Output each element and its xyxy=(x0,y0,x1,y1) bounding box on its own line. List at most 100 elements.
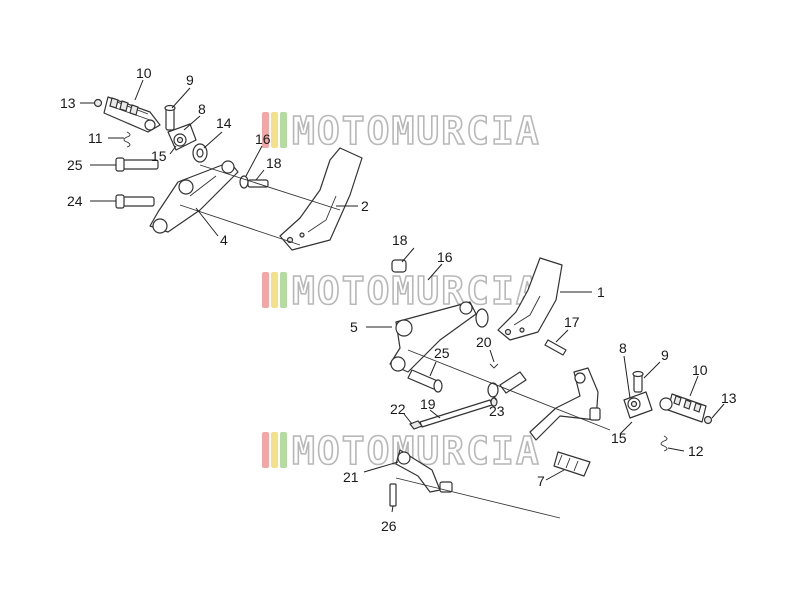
callout-label: 25 xyxy=(67,157,83,173)
bolt-part-24-left xyxy=(115,194,155,209)
bracket-part-4-left xyxy=(149,160,239,234)
callout-label: 15 xyxy=(611,430,627,446)
callout-label: 16 xyxy=(437,249,453,265)
callout-1: 1 xyxy=(560,284,605,300)
callout-label: 22 xyxy=(390,401,406,417)
callout-25-right: 25 xyxy=(429,345,450,377)
callout-10-right: 10 xyxy=(689,362,708,397)
callout-label: 18 xyxy=(392,232,408,248)
callout-12: 12 xyxy=(667,443,704,459)
callout-label: 13 xyxy=(60,95,76,111)
heel-guard-part-2 xyxy=(279,147,363,251)
callout-25-left: 25 xyxy=(67,157,116,173)
callout-label: 1 xyxy=(597,284,605,300)
watermark-stripe-yellow xyxy=(271,272,278,308)
callout-label: 23 xyxy=(489,403,505,419)
screw-part-13-left xyxy=(93,98,103,108)
watermark-text: MOTOMURCIA xyxy=(292,269,541,313)
callout-label: 18 xyxy=(266,155,282,171)
watermark-stripe-green xyxy=(280,272,287,308)
watermark-stripe-green xyxy=(280,432,287,468)
callout-label: 24 xyxy=(67,193,83,209)
callout-18-left: 18 xyxy=(255,155,282,181)
lever-part-21 xyxy=(395,449,453,493)
callout-16-left: 16 xyxy=(245,131,271,177)
nut-part-22 xyxy=(409,420,423,430)
callout-label: 7 xyxy=(537,473,545,489)
screw-part-17 xyxy=(544,339,567,356)
spring-part-12 xyxy=(660,435,668,452)
watermark-stripe-red xyxy=(262,272,269,308)
callout-label: 4 xyxy=(220,232,228,248)
watermark-stripe-red xyxy=(262,432,269,468)
watermark-top: MOTOMURCIA xyxy=(262,108,541,154)
clip-part-20 xyxy=(489,363,499,369)
screw-part-13-right xyxy=(703,415,713,425)
spacer-part-16-right xyxy=(475,308,489,328)
callout-label: 19 xyxy=(420,396,436,412)
callout-19: 19 xyxy=(420,396,441,419)
bolt-part-25-right xyxy=(407,369,443,393)
callout-24-left: 24 xyxy=(67,193,116,209)
callout-22: 22 xyxy=(390,401,413,425)
pin-part-9-right xyxy=(632,370,644,393)
assembly-axis-line xyxy=(407,349,611,431)
heel-guard-part-1 xyxy=(497,257,563,341)
spacer-part-18-right xyxy=(391,259,407,273)
callout-label: 8 xyxy=(198,101,206,117)
callout-label: 14 xyxy=(216,115,232,131)
callout-label: 20 xyxy=(476,334,492,350)
pin-part-9-left xyxy=(164,104,176,131)
callout-label: 25 xyxy=(434,345,450,361)
callout-21: 21 xyxy=(343,461,399,485)
callout-8-right: 8 xyxy=(619,340,631,399)
assembly-axis-line xyxy=(395,477,561,519)
callout-label: 17 xyxy=(564,314,580,330)
callout-14-left: 14 xyxy=(203,115,232,149)
callout-13-left: 13 xyxy=(60,95,94,111)
callout-5: 5 xyxy=(350,319,392,335)
callout-label: 21 xyxy=(343,469,359,485)
bolt-part-25-left xyxy=(115,157,159,172)
callout-10-left: 10 xyxy=(134,65,152,101)
callout-label: 26 xyxy=(381,518,397,534)
spring-part-11-left xyxy=(123,131,131,148)
callout-label: 10 xyxy=(692,362,708,378)
watermark-stripe-yellow xyxy=(271,432,278,468)
callout-20: 20 xyxy=(476,334,495,363)
callout-9-right: 9 xyxy=(643,347,669,379)
footpeg-part-10-left xyxy=(103,96,161,133)
callout-label: 11 xyxy=(88,130,103,146)
callout-11-left: 11 xyxy=(88,130,124,146)
callout-label: 15 xyxy=(151,148,167,164)
bolt-part-26 xyxy=(389,483,397,507)
footpeg-part-10-right xyxy=(659,393,707,423)
callout-label: 13 xyxy=(721,390,737,406)
assembly-axis-line xyxy=(199,164,341,211)
callout-23: 23 xyxy=(489,395,505,419)
callout-26: 26 xyxy=(381,505,397,534)
callout-4: 4 xyxy=(195,207,228,248)
callout-label: 8 xyxy=(619,340,627,356)
washer-part-14-left xyxy=(192,143,208,163)
pivot-part-8-left xyxy=(167,123,197,151)
callout-8-left: 8 xyxy=(183,101,206,131)
shift-lever-part-7 xyxy=(529,367,601,441)
callout-17: 17 xyxy=(555,314,580,343)
callout-18-right: 18 xyxy=(392,232,415,263)
watermark-stripe-red xyxy=(262,112,269,148)
watermark-middle: MOTOMURCIA xyxy=(262,268,541,314)
callout-15-right: 15 xyxy=(611,421,633,446)
watermark-text: MOTOMURCIA xyxy=(292,109,541,153)
callout-9-left: 9 xyxy=(171,72,194,109)
pivot-part-8-right xyxy=(623,391,653,419)
assembly-axis-line xyxy=(179,204,301,246)
shift-pedal-part-7 xyxy=(553,451,591,477)
callout-label: 10 xyxy=(136,65,152,81)
callout-label: 9 xyxy=(661,347,669,363)
callout-label: 2 xyxy=(361,198,369,214)
callout-label: 12 xyxy=(688,443,704,459)
callout-label: 9 xyxy=(186,72,194,88)
callout-16-right: 16 xyxy=(427,249,453,281)
